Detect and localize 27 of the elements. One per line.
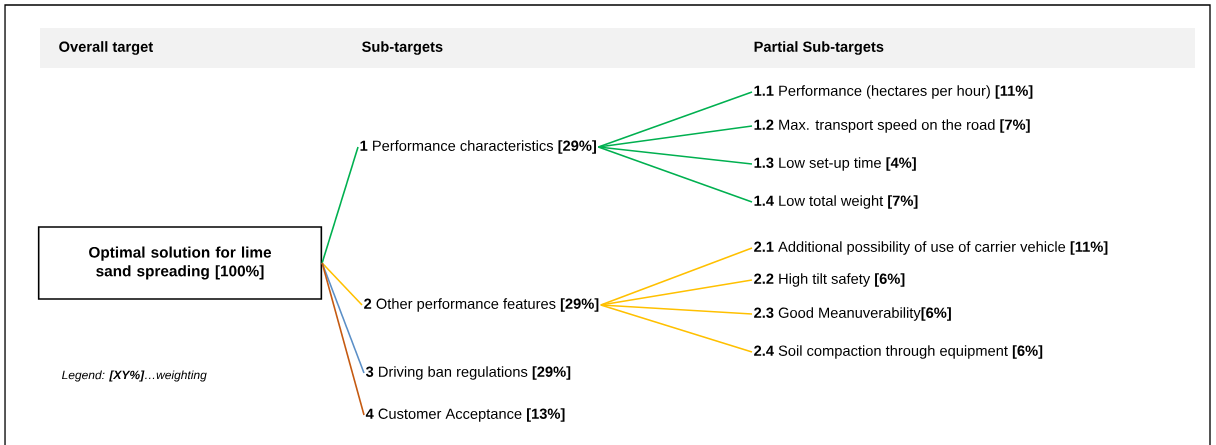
connector-line	[321, 262, 365, 416]
connector-line	[600, 304, 753, 353]
connector-line	[321, 262, 363, 306]
target-text: 1 Performance characteristics [29%]	[360, 140, 596, 154]
connector-line	[597, 146, 753, 165]
target-text: 3 Driving ban regulations [29%]	[365, 366, 571, 380]
connector-line	[600, 304, 753, 315]
column-header: Partial Sub-targets	[754, 41, 884, 55]
target-text: 2.3 Good Meanuverability[6%]	[754, 307, 951, 321]
target-box: Optimal solution for lime sand spreading [100%]	[37, 226, 323, 300]
target-text: 1.2 Max. transport speed on the road [7%]	[754, 119, 1030, 133]
connector-line	[597, 91, 753, 148]
connector-line	[600, 247, 753, 306]
legend-note: Legend: [XY%]…weighting	[62, 370, 207, 382]
target-text: 1.1 Performance (hectares per hour) [11%]	[754, 85, 1033, 99]
target-text: 1.4 Low total weight [7%]	[754, 195, 918, 209]
column-header: Overall target	[59, 41, 153, 55]
target-text: 2.1 Additional possibility of use of carrier vehicle [11%]	[754, 241, 1108, 255]
column-header: Sub-targets	[362, 41, 443, 55]
target-text: 4 Customer Acceptance [13%]	[365, 408, 565, 422]
target-text: 2 Other performance features [29%]	[364, 298, 599, 312]
connector-line	[321, 262, 365, 374]
target-text: 2.4 Soil compaction through equipment [6%]	[754, 345, 1043, 359]
connector-line	[321, 146, 359, 264]
target-text: 2.2 High tilt safety [6%]	[754, 273, 905, 287]
connector-line	[597, 146, 753, 203]
target-text: 1.3 Low set-up time [4%]	[754, 157, 916, 171]
